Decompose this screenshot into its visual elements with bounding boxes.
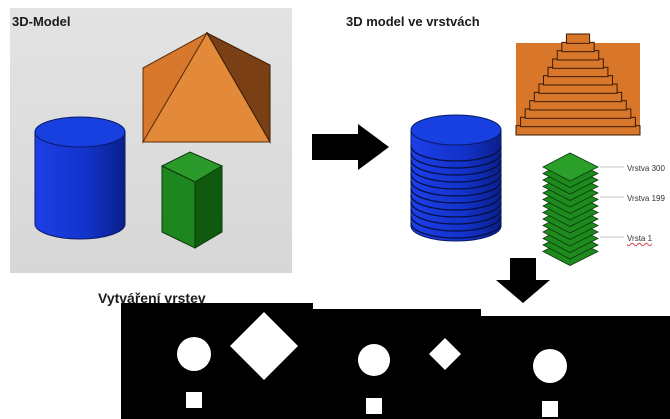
box-solid [160,151,224,249]
layered-model-title: 3D model ve vrstvách [346,14,480,29]
layer-label-1: Vrsta 1 [627,234,653,243]
layer-label-199: Vrstva 199 [627,194,665,203]
arrow-down-icon [496,258,550,303]
cylinder-solid [34,116,126,240]
slice-2 [303,309,481,419]
cylinder-layered [410,114,502,242]
slice-3 [480,316,670,419]
slices-title: Vytváření vrstev [98,290,206,306]
pyramid-solid [142,31,271,144]
arrow-right-icon [312,124,389,170]
pyramid-layered [515,33,641,136]
model-title: 3D-Model [12,14,71,29]
layer-label-300: Vrstva 300 [627,164,665,173]
slice-1 [121,303,313,419]
box-layered [542,152,599,266]
